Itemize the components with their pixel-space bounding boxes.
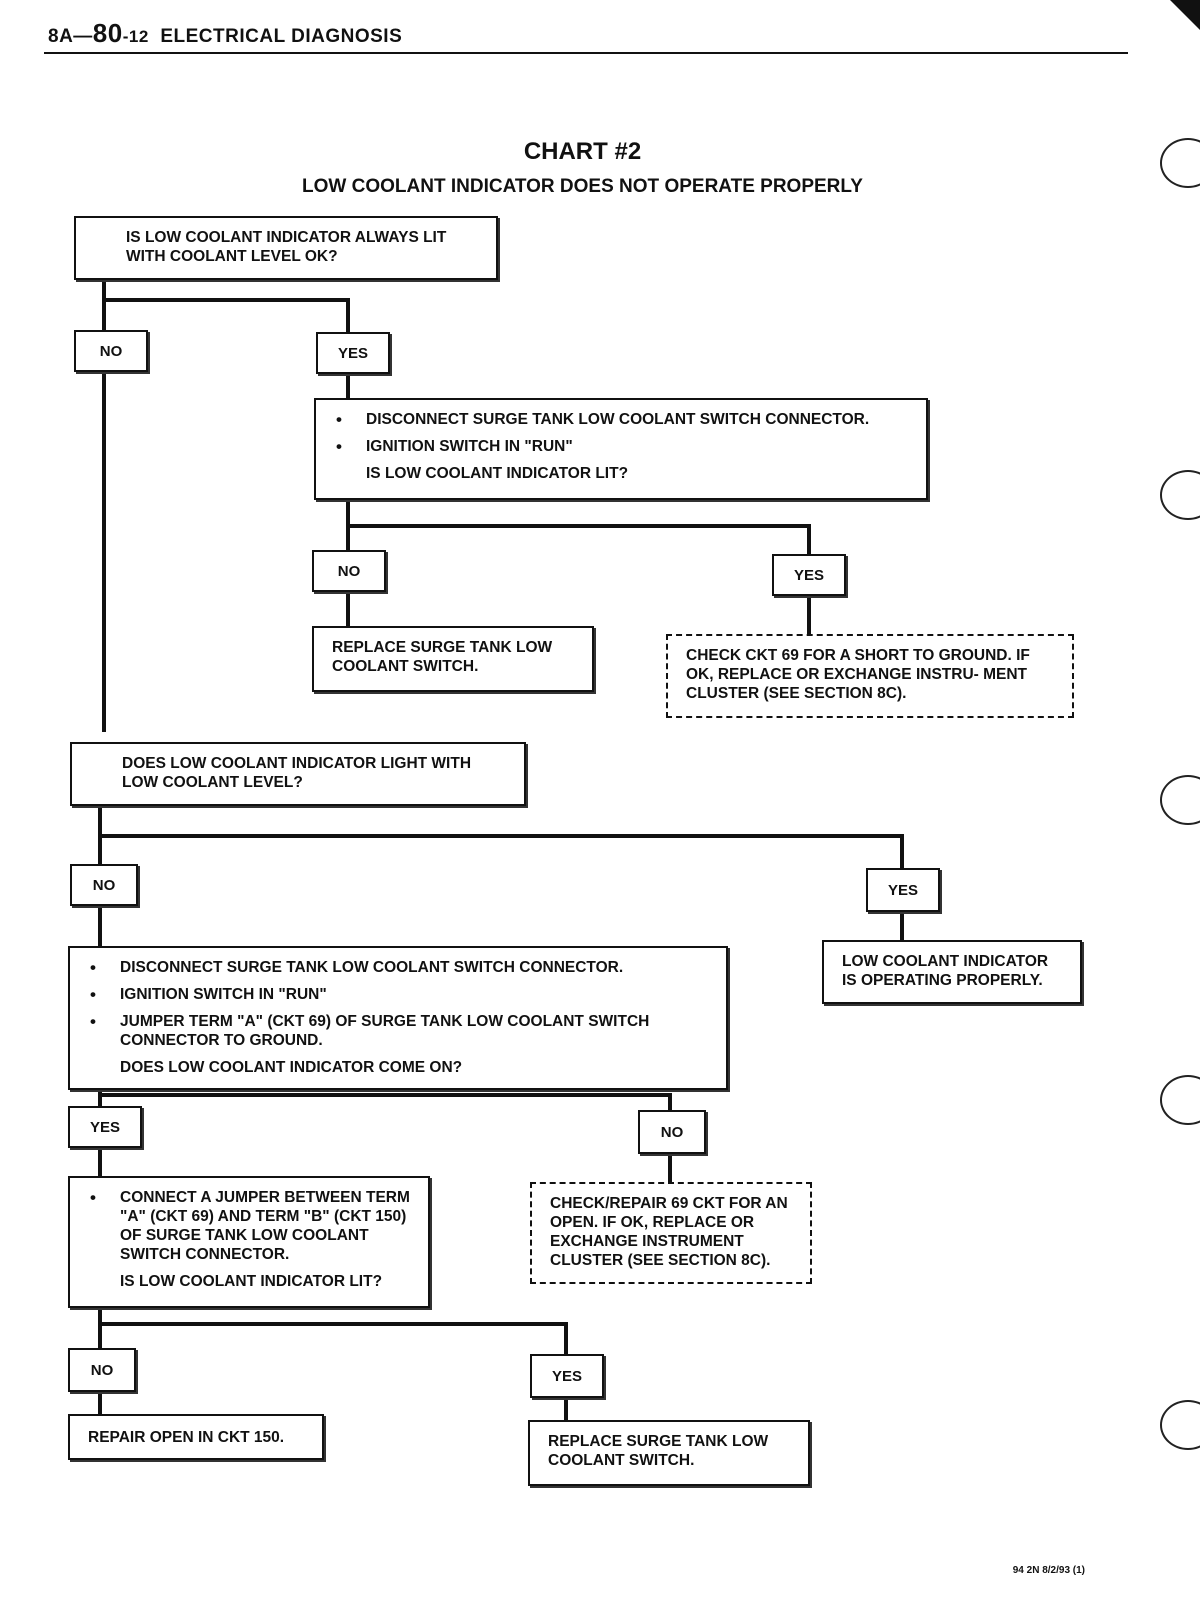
connector-line bbox=[98, 1322, 568, 1326]
yes-label: YES bbox=[68, 1106, 142, 1148]
question-box-low-level: DOES LOW COOLANT INDICATOR LIGHT WITH LO… bbox=[70, 742, 526, 806]
result-box-check-ckt69-short: CHECK CKT 69 FOR A SHORT TO GROUND. IF O… bbox=[666, 634, 1074, 718]
question-text: DOES LOW COOLANT INDICATOR LIGHT WITH LO… bbox=[122, 755, 472, 791]
step-bullet: IGNITION SWITCH IN "RUN" bbox=[90, 985, 712, 1004]
step-bullet: IGNITION SWITCH IN "RUN" bbox=[336, 437, 912, 456]
result-box-check-ckt69-open: CHECK/REPAIR 69 CKT FOR AN OPEN. IF OK, … bbox=[530, 1182, 812, 1284]
connector-line bbox=[346, 592, 350, 626]
yes-label: YES bbox=[530, 1354, 604, 1398]
connector-line bbox=[346, 298, 350, 332]
result-text: CHECK/REPAIR 69 CKT FOR AN OPEN. IF OK, … bbox=[550, 1195, 788, 1269]
page-corner-mark bbox=[1170, 0, 1200, 30]
yes-label: YES bbox=[866, 868, 940, 912]
step-bullet: DISCONNECT SURGE TANK LOW COOLANT SWITCH… bbox=[90, 958, 712, 977]
step-box-jumper-to-ground: DISCONNECT SURGE TANK LOW COOLANT SWITCH… bbox=[68, 946, 728, 1090]
no-label: NO bbox=[312, 550, 386, 592]
step-question: DOES LOW COOLANT INDICATOR COME ON? bbox=[120, 1059, 463, 1076]
result-text: REPLACE SURGE TANK LOW COOLANT SWITCH. bbox=[332, 639, 553, 675]
connector-line bbox=[346, 370, 350, 398]
connector-line bbox=[564, 1322, 568, 1356]
no-label: NO bbox=[70, 864, 138, 906]
result-box-replace-switch-2: REPLACE SURGE TANK LOW COOLANT SWITCH. bbox=[528, 1420, 810, 1486]
connector-line bbox=[98, 1390, 102, 1416]
connector-line bbox=[98, 906, 102, 946]
connector-line bbox=[98, 1308, 102, 1350]
connector-line bbox=[102, 298, 350, 302]
footer-code: 94 2N 8/2/93 (1) bbox=[1012, 1565, 1085, 1576]
result-box-replace-switch: REPLACE SURGE TANK LOW COOLANT SWITCH. bbox=[312, 626, 594, 692]
binder-hole bbox=[1160, 138, 1200, 188]
connector-line bbox=[900, 834, 904, 868]
connector-line bbox=[98, 834, 904, 838]
page-header: 8A—80-12 ELECTRICAL DIAGNOSIS bbox=[48, 18, 402, 49]
header-section: 8A— bbox=[48, 26, 93, 47]
result-text: LOW COOLANT INDICATOR IS OPERATING PROPE… bbox=[842, 953, 1049, 989]
binder-hole bbox=[1160, 1075, 1200, 1125]
binder-hole bbox=[1160, 470, 1200, 520]
chart-title: CHART #2 bbox=[523, 138, 642, 165]
no-label: NO bbox=[638, 1110, 706, 1154]
result-box-repair-ckt150: REPAIR OPEN IN CKT 150. bbox=[68, 1414, 324, 1460]
connector-line bbox=[564, 1396, 568, 1422]
no-label: NO bbox=[74, 330, 148, 372]
step-box-disconnect-ignition: DISCONNECT SURGE TANK LOW COOLANT SWITCH… bbox=[314, 398, 928, 500]
result-text: REPAIR OPEN IN CKT 150. bbox=[88, 1429, 285, 1446]
yes-label: YES bbox=[316, 332, 390, 374]
yes-label: YES bbox=[772, 554, 846, 596]
step-bullet: CONNECT A JUMPER BETWEEN TERM "A" (CKT 6… bbox=[90, 1188, 414, 1264]
step-bullet: DISCONNECT SURGE TANK LOW COOLANT SWITCH… bbox=[336, 410, 912, 429]
connector-line bbox=[668, 1093, 672, 1113]
connector-line bbox=[807, 524, 811, 554]
result-text: REPLACE SURGE TANK LOW COOLANT SWITCH. bbox=[548, 1433, 769, 1469]
connector-line bbox=[668, 1153, 672, 1183]
header-rule bbox=[44, 52, 1128, 54]
step-box-jumper-a-b: CONNECT A JUMPER BETWEEN TERM "A" (CKT 6… bbox=[68, 1176, 430, 1308]
connector-line bbox=[900, 912, 904, 942]
header-page-number: 80 bbox=[92, 18, 123, 48]
connector-line bbox=[102, 272, 106, 732]
binder-hole bbox=[1160, 775, 1200, 825]
result-text: CHECK CKT 69 FOR A SHORT TO GROUND. IF O… bbox=[686, 647, 1030, 702]
no-label: NO bbox=[68, 1348, 136, 1392]
connector-line bbox=[346, 524, 811, 528]
connector-line bbox=[807, 596, 811, 634]
question-text: IS LOW COOLANT INDICATOR ALWAYS LIT WITH… bbox=[126, 229, 447, 265]
step-question: IS LOW COOLANT INDICATOR LIT? bbox=[366, 465, 629, 482]
connector-line bbox=[98, 1093, 672, 1097]
step-bullet: JUMPER TERM "A" (CKT 69) OF SURGE TANK L… bbox=[90, 1012, 712, 1050]
connector-line bbox=[98, 1148, 102, 1176]
binder-hole bbox=[1160, 1400, 1200, 1450]
chart-subtitle: LOW COOLANT INDICATOR DOES NOT OPERATE P… bbox=[302, 176, 863, 197]
step-question: IS LOW COOLANT INDICATOR LIT? bbox=[120, 1273, 383, 1290]
result-box-operating-properly: LOW COOLANT INDICATOR IS OPERATING PROPE… bbox=[822, 940, 1082, 1004]
header-title: ELECTRICAL DIAGNOSIS bbox=[160, 26, 403, 47]
question-box-always-lit: IS LOW COOLANT INDICATOR ALWAYS LIT WITH… bbox=[74, 216, 498, 280]
connector-line bbox=[98, 1090, 102, 1108]
header-page-sub: -12 bbox=[122, 27, 149, 46]
